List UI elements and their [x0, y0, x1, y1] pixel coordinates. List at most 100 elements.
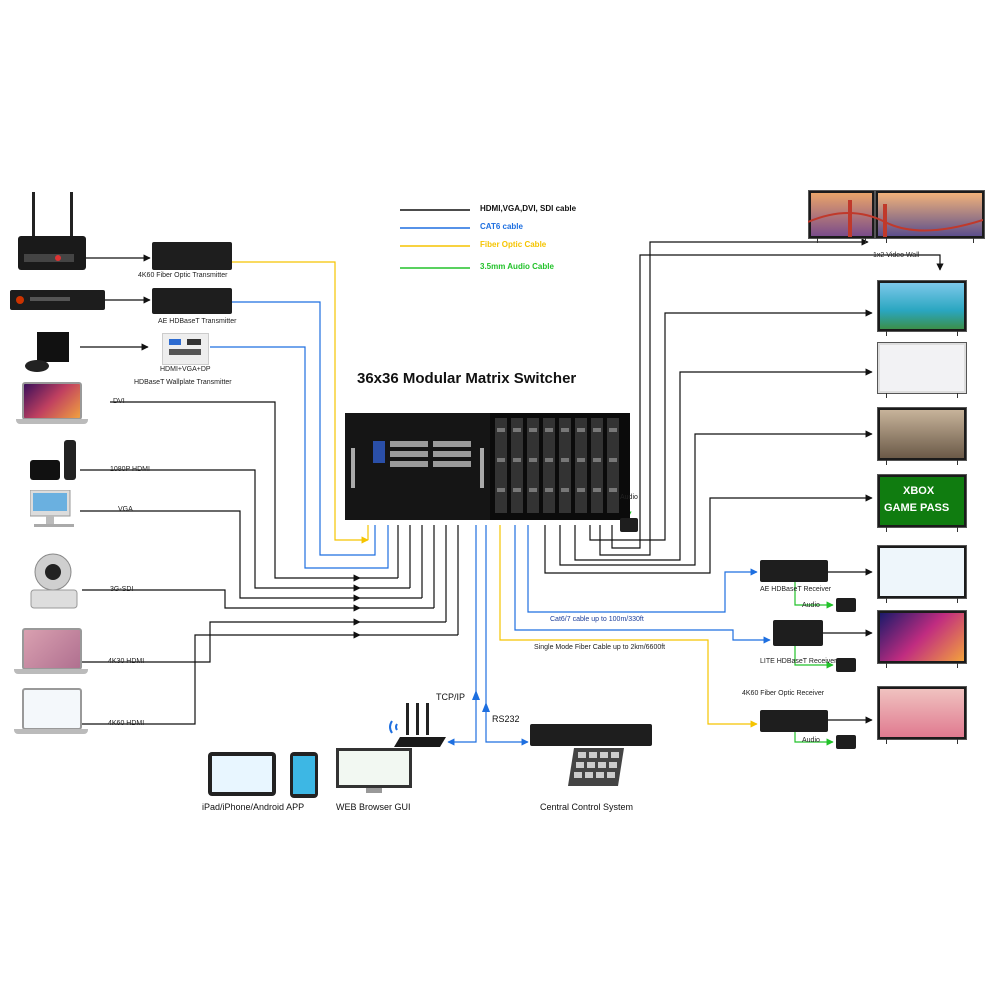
legend-label: 3.5mm Audio Cable: [480, 262, 554, 271]
xbox-icon: [25, 332, 80, 374]
diagram-title: 36x36 Modular Matrix Switcher: [357, 370, 577, 387]
tcpip-arrow-up: [472, 690, 480, 700]
wire-out-tv2: [574, 368, 873, 561]
wire-out-videowall-a: [599, 238, 869, 556]
fiber-tx-label: 4K60 Fiber Optic Transmitter: [138, 272, 228, 279]
bridge-graphic: [808, 200, 983, 237]
web-gui-label: WEB Browser GUI: [336, 802, 411, 812]
audio-label-ae: Audio: [802, 602, 820, 609]
bluray-player-icon: [10, 290, 105, 312]
wire-out-videowall-b: [611, 254, 944, 549]
app-label: iPad/iPhone/Android APP: [202, 802, 305, 812]
central-controller: [530, 724, 652, 746]
hdmi-1080p-label: 1080P HDMI: [110, 466, 150, 473]
phone-icon: [290, 752, 318, 798]
wire-ae-tx-to-switch: [232, 301, 376, 556]
laptop-4k30-base: [14, 669, 88, 674]
rs232-arrow-up: [482, 702, 490, 712]
audio-label-switch: Audio: [620, 494, 638, 501]
legend-item-hdmi: HDMI,VGA,DVI, SDI cable: [400, 204, 620, 216]
fiber-rx-label: 4K60 Fiber Optic Receiver: [742, 690, 825, 697]
legend-item-cat6: CAT6 cable: [400, 222, 620, 234]
legend-label: HDMI,VGA,DVI, SDI cable: [480, 204, 577, 213]
laptop-base: [16, 419, 88, 424]
video-wall-left: [808, 190, 875, 243]
sdi-label: 3G-SDI: [110, 586, 134, 593]
audio-extractor-ae: [836, 598, 856, 612]
control-keypad-icon: [566, 748, 626, 788]
wire-audio-lite: [794, 645, 834, 669]
wire-out-tv3: [559, 430, 873, 566]
wire-audio-ae: [794, 582, 834, 609]
laptop-icon: [22, 382, 82, 420]
fiber-distance-note: Single Mode Fiber Cable up to 2km/6600ft: [534, 644, 666, 651]
matrix-switcher: [345, 413, 630, 520]
router-icon: [18, 192, 86, 276]
wire-wallplate-to-switch: [210, 346, 389, 569]
xbox-subtitle: GAME PASS: [884, 502, 950, 514]
wire-audio-fiber: [794, 730, 834, 746]
lite-receiver: [773, 620, 823, 646]
hdmi-4k60-label: 4K60 HDMI: [108, 720, 145, 727]
tv-macos: [877, 610, 967, 668]
tv-xbox: [877, 474, 967, 532]
tv-control-ui: [877, 545, 967, 603]
wire-4k60: [82, 631, 361, 725]
wire-out-ae-rx: [527, 525, 758, 613]
wire-fiber-tx-to-switch: [232, 261, 369, 544]
tv-beach: [877, 280, 967, 336]
dvi-label: DVI: [113, 398, 125, 405]
laptop-4k60-icon: [22, 688, 82, 730]
tcpip-label: TCP/IP: [436, 692, 466, 702]
rs232-label: RS232: [492, 714, 520, 724]
wire-rs232: [485, 525, 529, 746]
ae-transmitter: [152, 288, 232, 314]
lite-rx-label: LITE HDBaseT Receiver: [760, 658, 837, 665]
video-wall-label: 1x2 Video Wall: [873, 252, 920, 259]
fiber-transmitter: [152, 242, 232, 270]
wire-out-fiber-rx: [499, 525, 758, 728]
xbox-title: XBOX: [903, 485, 935, 497]
wire-out-xbox: [544, 494, 873, 574]
ae-tx-label: AE HDBaseT Transmitter: [158, 318, 237, 325]
tv-sunset: [877, 686, 967, 744]
audio-extractor-lite: [836, 658, 856, 672]
ae-rx-label: AE HDBaseT Receiver: [760, 586, 832, 593]
central-control-label: Central Control System: [540, 802, 634, 812]
tv-conference-room: [877, 407, 967, 465]
ptz-camera-icon: [25, 550, 82, 610]
hdmi-4k30-label: 4K30 HDMI: [108, 658, 145, 665]
apple-tv-icon: [30, 440, 82, 482]
fiber-receiver: [760, 710, 828, 732]
wallplate-transmitter: [162, 333, 209, 365]
wire-out-lite-rx: [514, 525, 771, 644]
wallplate-port-label: HDMI+VGA+DP: [160, 366, 211, 373]
legend-label: CAT6 cable: [480, 222, 523, 231]
wire-tcpip: [447, 525, 477, 746]
legend-label: Fiber Optic Cable: [480, 240, 547, 249]
laptop-4k60-base: [14, 729, 88, 734]
wire-1080p: [80, 469, 361, 592]
audio-label-fiber: Audio: [802, 737, 820, 744]
wire-out-tv1: [589, 309, 873, 541]
wire-vga: [80, 510, 361, 602]
tv-apps: [877, 342, 967, 398]
matrix-switcher-graphic: [345, 413, 630, 520]
tablet-icon: [208, 752, 276, 796]
audio-extractor-fiber: [836, 735, 856, 749]
wire-dvi: [110, 401, 361, 582]
wire-4k30: [82, 618, 361, 663]
ae-receiver: [760, 560, 828, 582]
wire-sdi: [82, 589, 361, 612]
cat-distance-note: Cat6/7 cable up to 100m/330ft: [550, 616, 644, 623]
laptop-4k30-icon: [22, 628, 82, 670]
audio-extractor-switch: [620, 518, 638, 532]
vga-label: VGA: [118, 506, 133, 513]
monitor-icon: [336, 748, 412, 796]
legend-item-fiber: Fiber Optic Cable: [400, 240, 620, 252]
imac-icon: [29, 489, 80, 530]
wifi-router-icon: [388, 703, 448, 749]
wallplate-tx-label: HDBaseT Wallplate Transmitter: [134, 379, 232, 386]
